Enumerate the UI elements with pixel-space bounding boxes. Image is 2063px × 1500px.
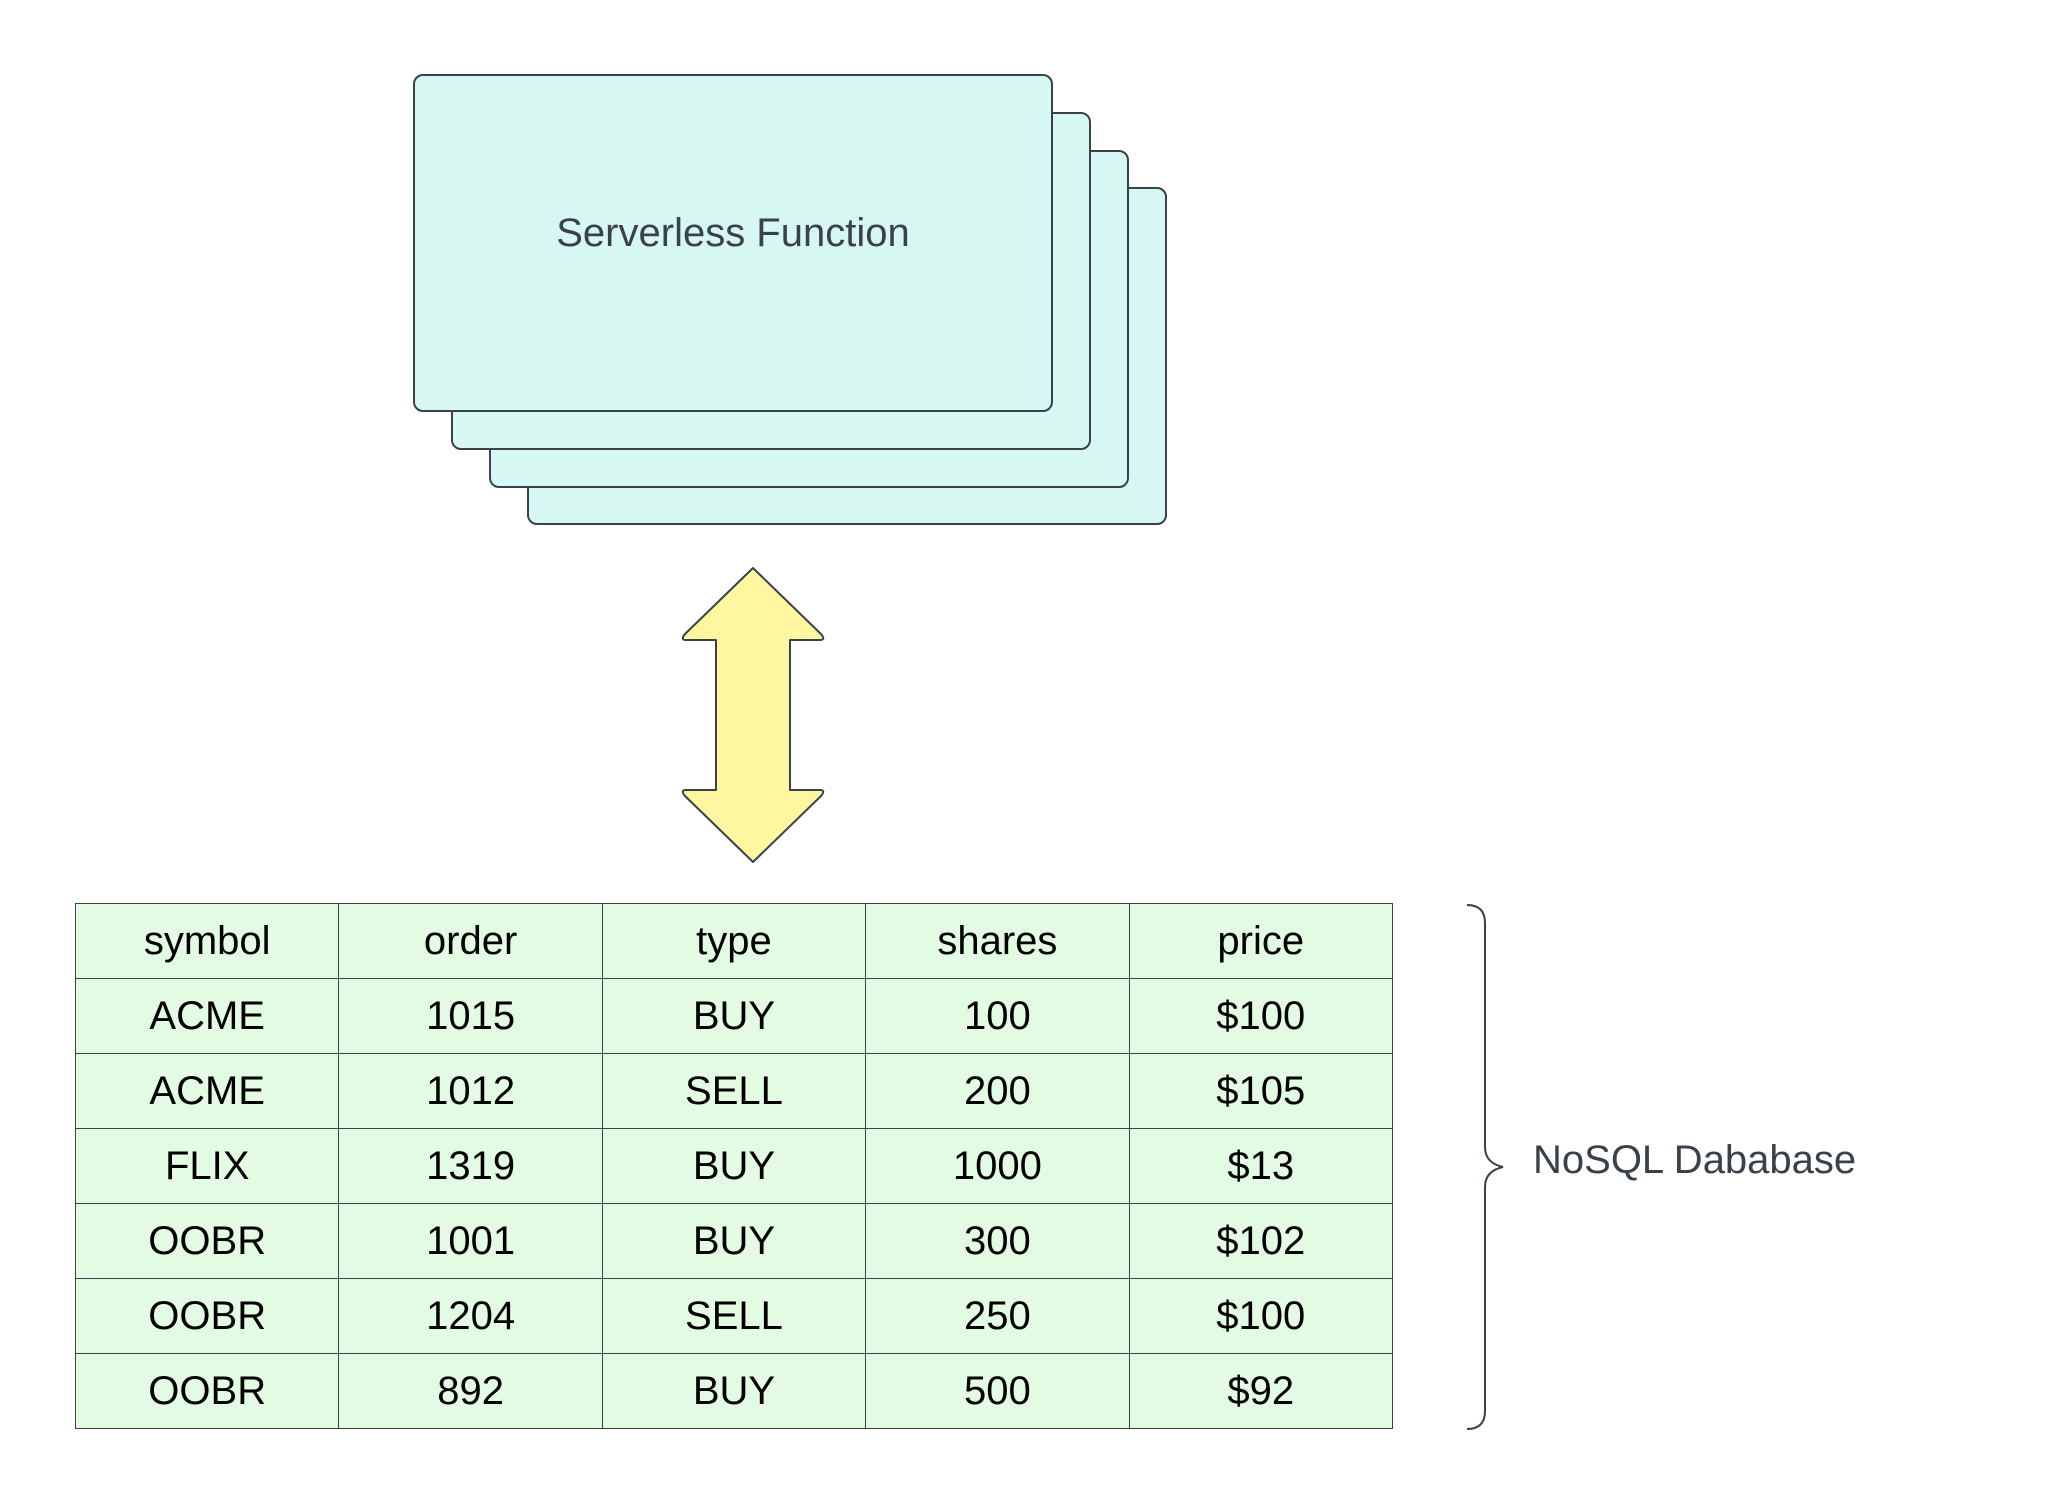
table-row: FLIX 1319 BUY 1000 $13 xyxy=(74,1128,1394,1204)
cell-order: 892 xyxy=(338,1353,603,1429)
cell-price: $92 xyxy=(1128,1353,1394,1429)
cell-symbol: OOBR xyxy=(74,1203,340,1279)
cell-shares: 1000 xyxy=(865,1128,1130,1204)
cell-type: SELL xyxy=(601,1278,867,1354)
column-header-symbol: symbol xyxy=(74,903,340,979)
arrow-shape xyxy=(681,567,825,863)
cell-symbol: ACME xyxy=(74,978,340,1054)
cell-shares: 250 xyxy=(865,1278,1130,1354)
table-row: OOBR 1001 BUY 300 $102 xyxy=(74,1203,1394,1279)
orders-table: symbol order type shares price ACME 1015… xyxy=(74,903,1394,1429)
cell-order: 1204 xyxy=(338,1278,603,1354)
cell-type: BUY xyxy=(601,978,867,1054)
table-row: OOBR 1204 SELL 250 $100 xyxy=(74,1278,1394,1354)
cell-price: $100 xyxy=(1128,978,1394,1054)
cell-symbol: OOBR xyxy=(74,1278,340,1354)
cell-type: BUY xyxy=(601,1128,867,1204)
cell-shares: 500 xyxy=(865,1353,1130,1429)
cell-order: 1001 xyxy=(338,1203,603,1279)
cell-order: 1012 xyxy=(338,1053,603,1129)
cell-type: BUY xyxy=(601,1353,867,1429)
cell-symbol: FLIX xyxy=(74,1128,340,1204)
cell-order: 1015 xyxy=(338,978,603,1054)
serverless-function-card: Serverless Function xyxy=(413,74,1053,412)
column-header-price: price xyxy=(1128,903,1394,979)
cell-price: $105 xyxy=(1128,1053,1394,1129)
cell-price: $102 xyxy=(1128,1203,1394,1279)
cell-price: $100 xyxy=(1128,1278,1394,1354)
column-header-order: order xyxy=(338,903,603,979)
bidirectional-arrow-icon xyxy=(681,567,825,863)
cell-shares: 300 xyxy=(865,1203,1130,1279)
cell-type: SELL xyxy=(601,1053,867,1129)
column-header-type: type xyxy=(601,903,867,979)
serverless-function-label: Serverless Function xyxy=(556,211,910,255)
curly-brace-icon xyxy=(1466,904,1504,1430)
table-row: ACME 1015 BUY 100 $100 xyxy=(74,978,1394,1054)
cell-price: $13 xyxy=(1128,1128,1394,1204)
cell-shares: 100 xyxy=(865,978,1130,1054)
cell-symbol: ACME xyxy=(74,1053,340,1129)
cell-shares: 200 xyxy=(865,1053,1130,1129)
database-label: NoSQL Dababase xyxy=(1533,1138,1857,1182)
column-header-shares: shares xyxy=(865,903,1130,979)
cell-order: 1319 xyxy=(338,1128,603,1204)
brace-path xyxy=(1466,904,1504,1430)
table-header-row: symbol order type shares price xyxy=(74,903,1394,979)
cell-type: BUY xyxy=(601,1203,867,1279)
table-row: ACME 1012 SELL 200 $105 xyxy=(74,1053,1394,1129)
cell-symbol: OOBR xyxy=(74,1353,340,1429)
table-row: OOBR 892 BUY 500 $92 xyxy=(74,1353,1394,1429)
